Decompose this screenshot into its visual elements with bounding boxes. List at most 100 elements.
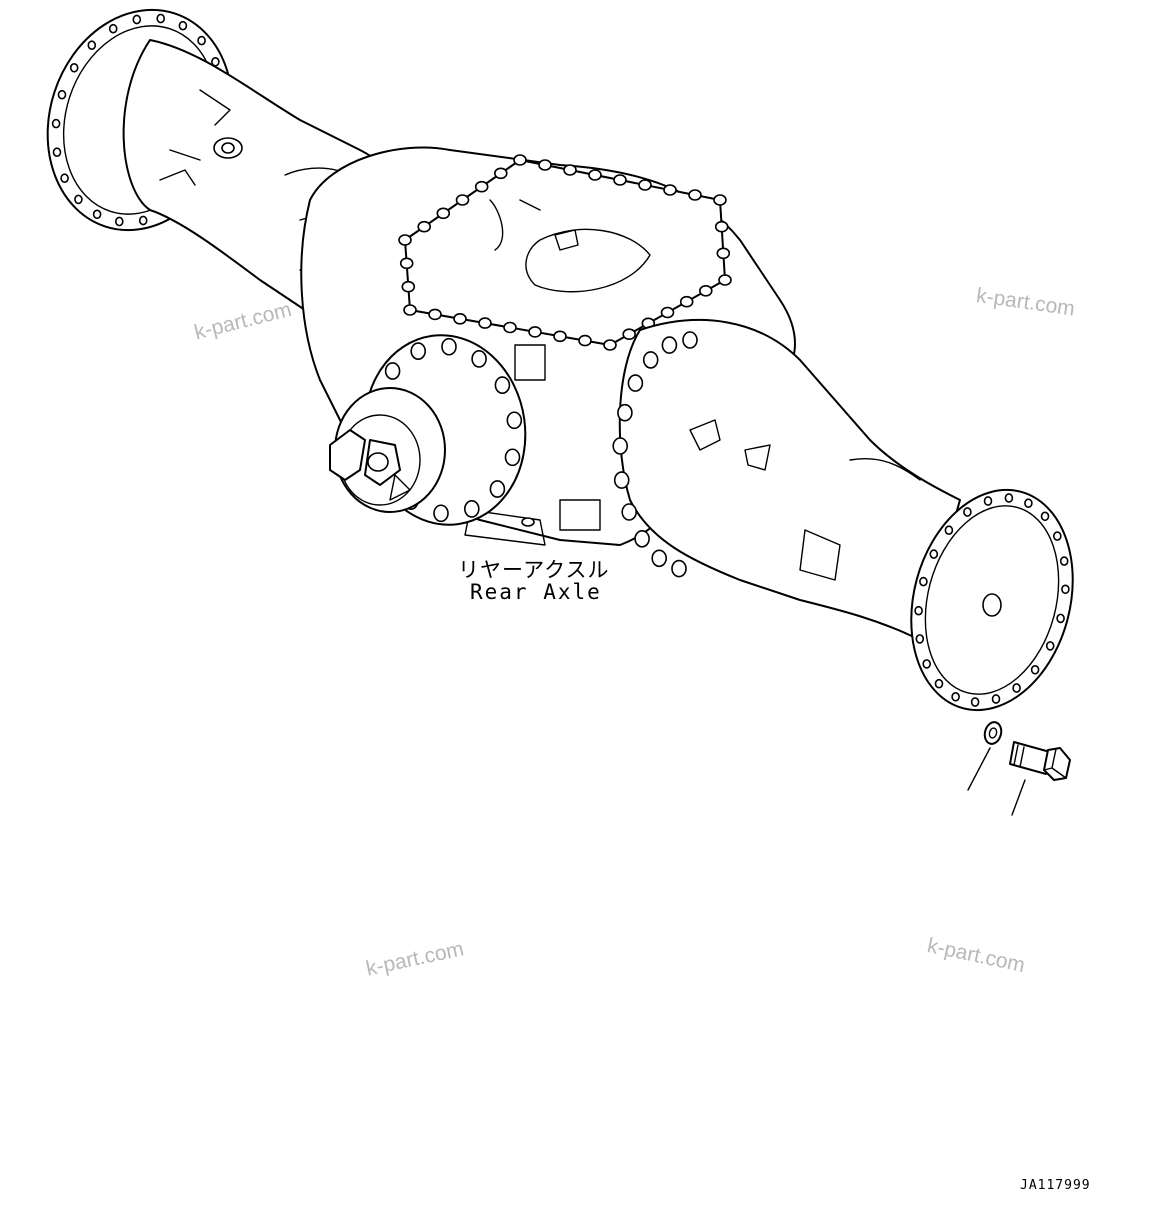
- cover-bolt: [417, 220, 432, 233]
- flange-bolt: [441, 337, 457, 356]
- flange-bolt-hole: [914, 605, 923, 616]
- cover-bolt: [538, 159, 552, 171]
- flange-bolt-hole: [1053, 531, 1062, 541]
- flange-bolt-hole: [87, 40, 97, 51]
- cover-plate-bolts: [398, 154, 732, 351]
- flange-bolt-hole: [1059, 556, 1069, 566]
- housing-bolt: [627, 374, 644, 392]
- flange-bolt-hole: [934, 678, 944, 689]
- right-flange-bolt-holes: [914, 493, 1070, 707]
- flange-bolt: [433, 504, 449, 523]
- flange-bolt: [489, 480, 506, 498]
- housing-bolt: [613, 471, 630, 489]
- washer: [983, 721, 1003, 745]
- cover-bolt: [622, 328, 637, 341]
- flange-bolt-hole: [944, 525, 954, 536]
- cover-bolt: [660, 306, 675, 319]
- flange-bolt-hole: [970, 697, 980, 707]
- housing-bolt: [621, 503, 638, 521]
- flange-bolt-hole: [1004, 493, 1014, 503]
- flange-bolt-hole: [1056, 613, 1065, 624]
- flange-bolt-hole: [915, 634, 925, 644]
- flange-bolt-hole: [963, 507, 972, 517]
- housing-bolt: [612, 437, 629, 455]
- cover-bolt: [603, 339, 617, 351]
- cover-bolt: [493, 167, 508, 180]
- cover-bolt: [428, 308, 442, 321]
- cover-bolt: [713, 194, 727, 206]
- cover-bolt: [688, 189, 702, 201]
- flange-bolt-hole: [983, 496, 993, 506]
- flange-bolt: [504, 448, 521, 467]
- cover-bolt: [714, 220, 729, 233]
- leader-line-bolt: [1011, 779, 1026, 816]
- flange-bolt: [463, 500, 480, 518]
- flange-bolt: [494, 376, 511, 394]
- flange-bolt-hole: [115, 216, 124, 227]
- cover-bolt: [553, 330, 567, 343]
- cover-bolt: [716, 247, 731, 260]
- flange-bolt-hole: [929, 549, 939, 559]
- cover-bolt: [399, 257, 414, 270]
- cover-bolt: [474, 180, 489, 193]
- flange-bolt-hole: [922, 659, 932, 669]
- cover-bolt: [453, 312, 467, 325]
- flange-bolt-hole: [60, 173, 69, 184]
- drawing-code: JA117999: [1020, 1178, 1091, 1193]
- flange-bolt: [384, 362, 401, 380]
- flange-bolt-hole: [1030, 664, 1040, 675]
- cover-bolt: [698, 284, 713, 297]
- cover-bolt: [588, 169, 602, 181]
- cover-bolt: [503, 321, 517, 334]
- cover-bolt: [638, 179, 652, 191]
- flange-bolt-hole: [51, 118, 61, 129]
- housing-bolt: [671, 559, 687, 578]
- flange-bolt-hole: [156, 13, 165, 24]
- housing-bolt: [642, 351, 659, 369]
- flange-bolt-hole: [57, 89, 67, 100]
- flange-bolt-hole: [1024, 498, 1033, 509]
- flange-bolt-hole: [92, 209, 102, 220]
- flange-bolt-hole: [1045, 641, 1055, 651]
- cover-bolt: [513, 154, 527, 166]
- flange-bolt-hole: [1040, 511, 1050, 522]
- flange-bolt-hole: [919, 576, 928, 587]
- cover-bolt: [436, 207, 451, 220]
- housing-bolt: [661, 336, 678, 354]
- flange-bolt-hole: [108, 23, 118, 34]
- flange-bolt-hole: [1061, 584, 1070, 595]
- cover-bolt: [563, 164, 577, 176]
- housing-bolt: [682, 331, 698, 349]
- housing-bolt: [651, 549, 668, 568]
- input-pinion-flange: [329, 334, 527, 526]
- flange-bolt: [471, 350, 487, 368]
- flange-bolt: [410, 342, 427, 360]
- cover-bolt: [528, 326, 542, 338]
- flange-bolt-hole: [197, 35, 206, 46]
- flange-bolt-hole: [178, 20, 188, 31]
- cover-bolt: [478, 317, 492, 329]
- cover-bolt: [663, 184, 677, 196]
- cover-bolt: [403, 304, 417, 316]
- assembly-label-english: Rear Axle: [470, 580, 602, 604]
- cover-bolt: [578, 334, 592, 347]
- flange-bolt-hole: [138, 215, 148, 226]
- flange-bolt-hole: [74, 194, 83, 205]
- cover-bolt: [679, 295, 694, 308]
- flange-bolt-hole: [951, 691, 960, 702]
- flange-bolt-hole: [1012, 683, 1021, 693]
- cover-bolt: [401, 280, 416, 293]
- flange-bolt-hole: [69, 62, 79, 73]
- cover-bolt: [613, 174, 627, 186]
- housing-bolt: [617, 403, 633, 422]
- cover-bolt: [718, 274, 732, 286]
- assembly-label-japanese: リヤーアクスル: [458, 558, 610, 582]
- right-axle-housing: [612, 319, 961, 641]
- flange-bolt-hole: [52, 147, 62, 158]
- right-hub-flange: [910, 488, 1074, 712]
- housing-bolt: [634, 529, 650, 548]
- flange-bolt: [506, 411, 523, 430]
- flange-bolt-hole: [132, 14, 142, 25]
- right-housing-bolts: [612, 331, 698, 578]
